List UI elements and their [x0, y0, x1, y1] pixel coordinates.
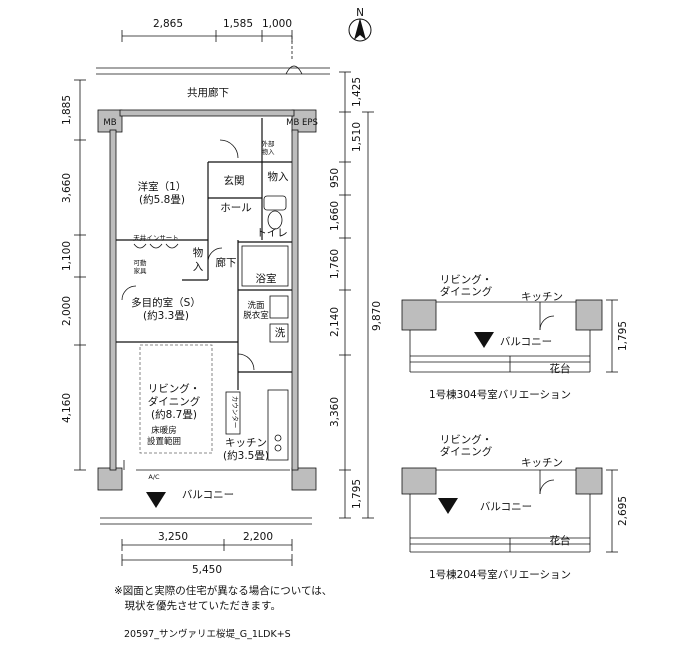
floor-heating-label-1: 床暖房	[151, 425, 177, 436]
dim-right-4: 1,660	[329, 201, 341, 231]
dim-var304-height: 1,795	[617, 321, 629, 351]
kitchen-label: キッチン	[225, 437, 267, 449]
dim-left-4: 2,000	[61, 296, 73, 326]
washroom-label-1: 洗面	[247, 300, 265, 311]
storage2-label-1: 物	[193, 246, 204, 259]
plan-code: 20597_サンヴァリエ桜堤_G_1LDK+S	[124, 629, 291, 640]
compass-north-label: N	[356, 7, 364, 19]
multi-room-label: 多目的室（S）	[131, 296, 201, 309]
common-corridor-label: 共用廊下	[187, 86, 229, 99]
dim-left-1: 1,885	[61, 95, 73, 125]
washroom-label-2: 脱衣室	[243, 310, 269, 321]
dim-bottom-2: 2,200	[243, 531, 273, 543]
dim-top-1: 2,865	[153, 18, 183, 30]
outside-storage-label-1: 外部	[262, 139, 276, 148]
hallway-label: 廊下	[216, 256, 237, 269]
ceiling-insert-label: 天井インサート	[133, 233, 179, 242]
dim-left-3: 1,100	[61, 241, 73, 271]
var304-caption: 1号棟304号室バリエーション	[429, 388, 571, 401]
dim-right-8: 1,795	[351, 479, 363, 509]
movable-storage-label-2: 家具	[134, 266, 148, 275]
counter-label: カウンター	[231, 396, 240, 429]
var304-living-label-1: リビング・	[440, 273, 493, 286]
balcony-304-arrow-icon	[474, 332, 494, 348]
bathroom-label: 浴室	[256, 272, 277, 285]
storage2-label-2: 入	[193, 261, 204, 273]
dim-right-5: 1,760	[329, 249, 341, 279]
var204-living-label-2: ダイニング	[440, 445, 493, 458]
balcony-204-arrow-icon	[438, 498, 458, 514]
dim-right-2: 1,510	[351, 122, 363, 152]
western-room-label: 洋室（1）	[138, 180, 187, 193]
movable-storage-label-1: 可動	[134, 258, 148, 267]
dim-right-7: 3,360	[329, 397, 341, 427]
dim-left-5: 4,160	[61, 393, 73, 423]
dim-left-2: 3,660	[61, 173, 73, 203]
var204-balcony-label: バルコニー	[480, 501, 532, 513]
entrance-label: 玄関	[224, 174, 245, 187]
mb-eps-label: MB EPS	[286, 118, 318, 128]
var304-planter-label: 花台	[550, 362, 571, 375]
dim-top-2: 1,585	[223, 18, 253, 30]
outside-storage-label-2: 物入	[262, 147, 276, 156]
dim-right-total: 9,870	[371, 301, 383, 331]
var304-balcony-label: バルコニー	[500, 336, 552, 348]
dim-top-3: 1,000	[262, 18, 292, 30]
var204-caption: 1号棟204号室バリエーション	[429, 568, 571, 581]
multi-room-size: (約3.3畳)	[143, 309, 189, 322]
var204-kitchen-label: キッチン	[521, 457, 563, 469]
storage-entry-label: 物入	[268, 170, 289, 183]
dim-bottom-1: 3,250	[158, 531, 188, 543]
living-label-1: リビング・	[148, 382, 201, 395]
var204-planter-label: 花台	[550, 534, 571, 547]
dim-bottom-total: 5,450	[192, 564, 222, 576]
balcony-down-arrow-icon	[146, 492, 166, 508]
var204-living-label-1: リビング・	[440, 433, 493, 446]
kitchen-size: (約3.5畳)	[223, 449, 269, 462]
hall-label: ホール	[220, 202, 252, 214]
dim-var204-height: 2,695	[617, 496, 629, 526]
dim-right-1: 1,425	[351, 77, 363, 107]
var304-living-label-2: ダイニング	[440, 285, 493, 298]
living-label-2: ダイニング	[148, 395, 201, 408]
toilet-label: トイレ	[256, 227, 288, 239]
ac-left-label: A/C	[148, 473, 160, 481]
western-room-size: (約5.8畳)	[139, 193, 185, 206]
var304-kitchen-label: キッチン	[521, 291, 563, 303]
dim-right-6: 2,140	[329, 307, 341, 337]
disclaimer-note: ※図面と実際の住宅が異なる場合については、 現状を優先させていただきます。	[114, 585, 333, 612]
living-size: (約8.7畳)	[151, 408, 197, 421]
floor-heating-label-2: 設置範囲	[147, 436, 181, 447]
washer-label: 洗	[275, 327, 286, 339]
compass-icon	[348, 18, 372, 42]
mb-left-label: MB	[103, 118, 116, 128]
balcony-label: バルコニー	[182, 489, 234, 501]
dim-right-3: 950	[329, 168, 341, 188]
